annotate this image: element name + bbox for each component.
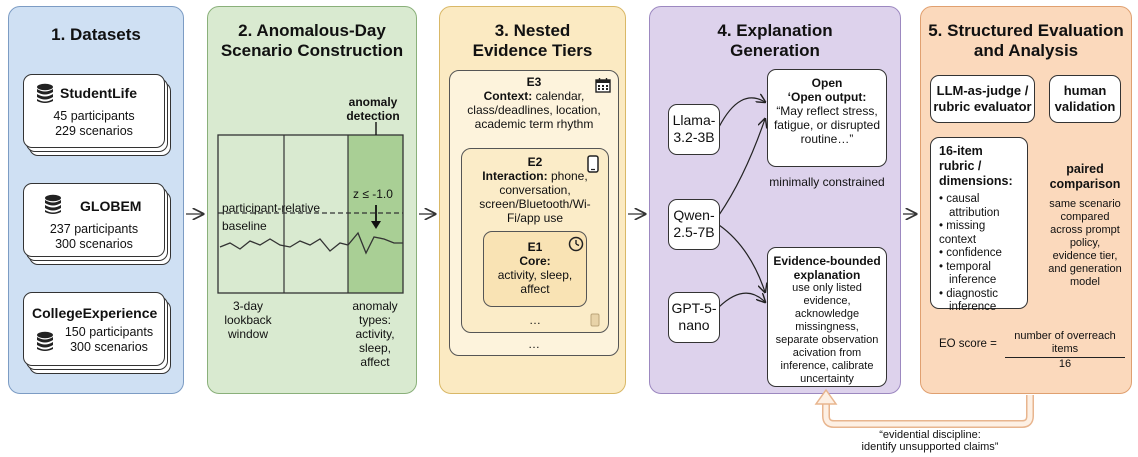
tier-e2: E2 Interaction: phone, conversation, scr…	[461, 148, 609, 333]
paired-comparison: paired comparison same scenario compared…	[1048, 162, 1122, 288]
threshold-label: z ≤ -1.0	[353, 187, 393, 201]
database-icon	[37, 83, 53, 103]
tier-e3-text: E3 Context: calendar, class/deadlines, l…	[467, 75, 601, 131]
database-icon	[37, 331, 53, 351]
anomaly-types-label: anomaly types: activity, sleep, affect	[352, 299, 398, 369]
dataset-card-globem: GLOBEM 237 participants 300 scenarios	[23, 183, 175, 267]
database-icon	[45, 194, 61, 214]
lookback-label: 3-day lookback window	[224, 299, 272, 341]
feedback-arrow-inner	[823, 395, 1033, 427]
anomaly-detection-label: anomaly detection	[346, 95, 400, 123]
baseline-label-l1: participant-relative	[222, 201, 321, 215]
dataset-card-collegeexperience: CollegeExperience 150 participants 300 s…	[23, 292, 175, 376]
model-gpt: GPT-5-nano	[668, 292, 720, 343]
eo-score-fraction: number of overreach items 16	[1001, 330, 1129, 371]
participants-count: 45 participants	[53, 109, 135, 123]
panel-title: 4. Explanation Generation	[717, 21, 833, 60]
eo-score-label: EO score =	[939, 338, 997, 350]
llm-judge-box: LLM-as-judge /rubric evaluator	[930, 75, 1035, 123]
rubric-list: • causal attribution • missing context •…	[939, 193, 1002, 313]
model-connectors	[718, 7, 902, 308]
tier-e2-text: E2 Interaction: phone, conversation, scr…	[479, 155, 591, 225]
panel-title-line: Scenario Construction	[220, 41, 404, 60]
scenarios-count: 300 scenarios	[70, 340, 148, 354]
plot-frame	[217, 134, 404, 294]
open-output-caption: minimally constrained	[769, 175, 885, 189]
clock-icon	[568, 236, 584, 252]
participants-count: 150 participants	[64, 325, 154, 339]
arrowhead-icon	[371, 221, 381, 229]
signal-line	[219, 231, 403, 255]
model-qwen: Qwen-2.5-7B	[668, 199, 720, 250]
ellipsis: …	[529, 313, 541, 327]
baseline-label-l2: baseline	[222, 219, 267, 233]
phone-faded-icon	[590, 313, 600, 327]
model-llama: Llama-3.2-3B	[668, 104, 720, 155]
scenarios-count: 300 scenarios	[55, 237, 133, 251]
dataset-name: StudentLife	[60, 85, 137, 101]
panel-title: 3. Nested Evidence Tiers	[472, 21, 593, 60]
dataset-name: CollegeExperience	[32, 305, 158, 321]
scenarios-count: 229 scenarios	[55, 124, 133, 138]
feedback-arrowhead-icon	[814, 388, 838, 405]
explanation-panel: 4. Explanation Generation Llama-3.2-3B Q…	[649, 6, 901, 394]
rubric-box: 16-item rubric / dimensions: • causal at…	[930, 137, 1028, 313]
dataset-name: GLOBEM	[80, 198, 142, 214]
calendar-icon	[595, 78, 611, 93]
open-output-box: Open ‘Open output: “May reflect stress, …	[767, 69, 887, 167]
evidence-tiers-panel: 3. Nested Evidence Tiers E3 Context: cal…	[439, 6, 626, 394]
ellipsis: …	[528, 337, 540, 351]
panel-title: 2. Anomalous-Day Scenario Construction	[208, 21, 416, 61]
scenario-panel: 2. Anomalous-Day Scenario Construction a…	[207, 6, 417, 394]
evidence-bounded-box: Evidence-bounded explanation use only li…	[767, 247, 887, 387]
evaluation-panel: 5. Structured Evaluation and Analysis LL…	[920, 6, 1132, 394]
datasets-panel: 1. Datasets StudentLife 45 participants …	[8, 6, 184, 394]
dataset-card-studentlife: StudentLife 45 participants 229 scenario…	[23, 74, 175, 158]
feedback-caption: “evidential discipline: identify unsuppo…	[861, 429, 999, 453]
panel-title: 1. Datasets	[51, 25, 141, 44]
panel-title-line: 2. Anomalous-Day	[238, 21, 386, 40]
participants-count: 237 participants	[49, 222, 139, 236]
tier-e1: E1 Core: activity, sleep, affect	[483, 231, 587, 307]
panel-title: 5. Structured Evaluation and Analysis	[928, 21, 1124, 60]
scenario-timeseries	[217, 122, 404, 294]
tier-e1-text: E1 Core: activity, sleep, affect	[497, 240, 573, 296]
feedback-arrow-body	[822, 395, 1034, 428]
phone-icon	[587, 155, 599, 173]
tier-e3: E3 Context: calendar, class/deadlines, l…	[449, 70, 619, 356]
